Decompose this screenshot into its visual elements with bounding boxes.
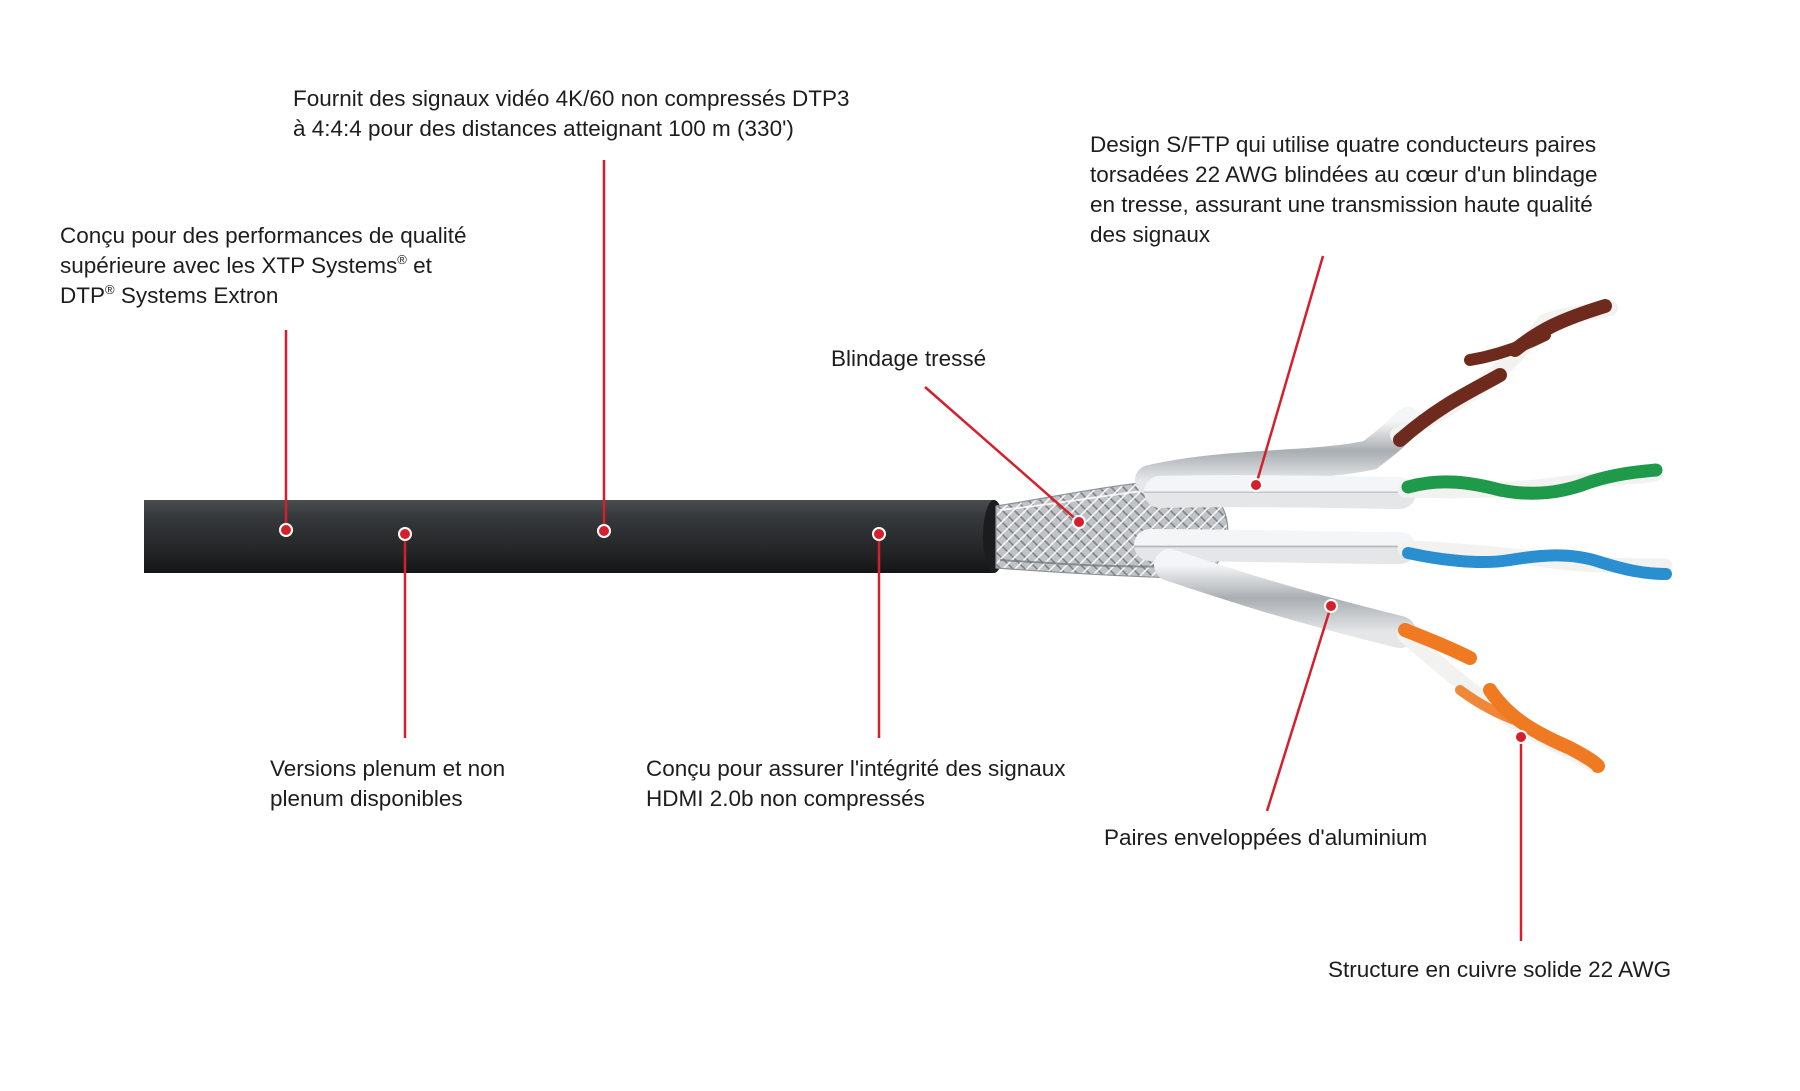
callout-dot-video (597, 524, 611, 538)
callout-copper-line1: Structure en cuivre solide 22 AWG (1328, 957, 1672, 982)
callout-dot-plenum (398, 527, 412, 541)
pair-green (1144, 463, 1663, 509)
callout-braided-shield: Blindage tressé (831, 344, 986, 374)
pair-brown (1135, 299, 1618, 495)
callout-sftp-design: Design S/FTP qui utilise quatre conducte… (1090, 130, 1598, 250)
callout-dot-braid (1072, 515, 1086, 529)
callout-xtp-line3: DTP (60, 283, 105, 308)
callout-dot-sftp (1249, 478, 1263, 492)
callout-sftp-line4: des signaux (1090, 222, 1211, 247)
callout-lines (279, 160, 1528, 941)
callout-hdmi-line2: HDMI 2.0b non compressés (646, 786, 925, 811)
registered-mark: ® (397, 252, 407, 267)
callout-plenum-line1: Versions plenum et non (270, 756, 506, 781)
callout-hdmi: Conçu pour assurer l'intégrité des signa… (646, 754, 1066, 814)
callout-dot-xtp (279, 523, 293, 537)
callout-plenum-line2: plenum disponibles (270, 786, 463, 811)
registered-mark: ® (105, 282, 115, 297)
callout-sftp-line1: Design S/FTP qui utilise quatre conducte… (1090, 132, 1597, 157)
callout-dot-foil (1324, 599, 1338, 613)
callout-foil-pairs: Paires enveloppées d'aluminium (1104, 823, 1427, 853)
callout-xtp-line1: Conçu pour des performances de qualité (60, 223, 467, 248)
pair-orange (1154, 549, 1605, 773)
callout-solid-copper: Structure en cuivre solide 22 AWG (1328, 955, 1671, 985)
callout-dot-copper (1514, 730, 1528, 744)
callout-video-line1: Fournit des signaux vidéo 4K/60 non comp… (293, 86, 850, 111)
callout-hdmi-line1: Conçu pour assurer l'intégrité des signa… (646, 756, 1066, 781)
callout-xtp-line2: supérieure avec les XTP Systems (60, 253, 398, 278)
callout-xtp-systems: Conçu pour des performances de qualité s… (60, 223, 467, 308)
callout-sftp-line2: torsadées 22 AWG blindées au cœur d'un b… (1090, 162, 1598, 187)
callout-dot-hdmi (872, 527, 886, 541)
callout-line-braid (924, 386, 1080, 523)
callout-plenum: Versions plenum et non plenum disponible… (270, 754, 505, 814)
callout-line-sftp (1254, 255, 1325, 486)
callout-sftp-line3: en tresse, assurant une transmission hau… (1090, 192, 1593, 217)
callout-video-4k: Fournit des signaux vidéo 4K/60 non comp… (293, 84, 850, 144)
pair-blue (1134, 529, 1673, 580)
callout-video-line2: à 4:4:4 pour des distances atteignant 10… (293, 116, 794, 141)
callout-braid-line1: Blindage tressé (831, 346, 987, 371)
callout-line-foil (1265, 605, 1333, 812)
callout-foil-line1: Paires enveloppées d'aluminium (1104, 825, 1428, 850)
